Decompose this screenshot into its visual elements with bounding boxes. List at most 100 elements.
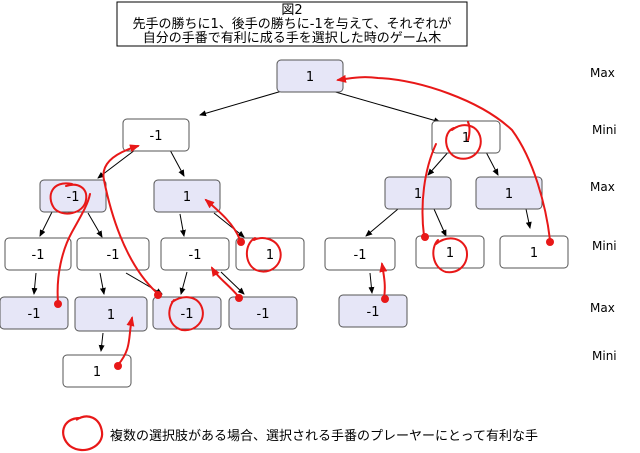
edge xyxy=(433,208,447,237)
tree-node: -1 xyxy=(338,294,408,328)
propagation-arrow xyxy=(210,266,239,297)
node-value: 1 xyxy=(505,187,513,202)
edge xyxy=(99,272,106,295)
edge xyxy=(220,271,245,295)
node-value: -1 xyxy=(150,129,163,144)
node-box xyxy=(160,237,230,271)
node-value: -1 xyxy=(107,248,120,263)
legend-text: 複数の選択肢がある場合、選択される手番のプレーヤーにとって有利な手 xyxy=(110,428,538,444)
tree-nodes: 1 -1 1 -1 1 1 1 -1 -1 -1 1 -1 1 1 -1 1 -… xyxy=(0,59,569,388)
figure-label: 図2 xyxy=(281,3,302,18)
node-value: 1 xyxy=(266,248,274,263)
level-labels: Max Mini Max Mini Max Mini xyxy=(590,66,617,363)
node-value: 1 xyxy=(183,190,191,205)
choice-circle xyxy=(245,237,282,273)
edge xyxy=(368,272,375,294)
choice-circle xyxy=(432,237,468,274)
origin-dot xyxy=(154,291,162,299)
node-value: -1 xyxy=(367,305,380,320)
tree-node: -1 xyxy=(0,296,69,330)
max-choice-node-box xyxy=(338,294,408,328)
max-choice-node-box xyxy=(0,296,69,330)
edge xyxy=(525,208,532,229)
tree-node: -1 xyxy=(228,296,298,330)
edge xyxy=(87,212,103,238)
level-label-4: Mini xyxy=(592,239,617,253)
origin-dot xyxy=(237,238,245,246)
tree-node: -1 xyxy=(160,237,230,271)
max-choice-node-box xyxy=(384,176,452,210)
node-box xyxy=(324,237,396,271)
tree-node: -1 xyxy=(122,118,190,152)
node-value: 1 xyxy=(462,131,470,146)
edge xyxy=(125,272,163,295)
tree-node: -1 xyxy=(152,296,222,330)
tree-node: 1 xyxy=(235,237,305,271)
node-value: -1 xyxy=(354,248,367,263)
legend: 複数の選択肢がある場合、選択される手番のプレーヤーにとって有利な手 xyxy=(62,415,538,452)
title-box: 図2 先手の勝ちに1、後手の勝ちに-1を与えて、それぞれが 自分の手番で有利に成… xyxy=(116,1,468,47)
title-line-2: 自分の手番で有利に成る手を選択した時のゲーム木 xyxy=(143,31,442,46)
legend-circle-icon xyxy=(62,415,104,452)
propagation-arrow xyxy=(117,316,135,366)
edge xyxy=(427,149,451,176)
origin-dot xyxy=(381,295,389,303)
tree-node: -1 xyxy=(4,237,72,271)
node-value: 1 xyxy=(107,308,115,323)
node-box xyxy=(431,120,501,154)
propagation-arrow xyxy=(56,193,91,303)
propagation-arrow xyxy=(467,121,471,141)
node-box xyxy=(122,118,190,152)
propagation-arrow xyxy=(379,262,388,299)
origin-dot xyxy=(421,233,429,241)
edge xyxy=(98,332,105,352)
level-label-6: Mini xyxy=(592,349,617,363)
max-choice-node-box xyxy=(153,179,221,213)
edge xyxy=(39,211,53,237)
propagation-arrow xyxy=(336,74,551,241)
node-box xyxy=(76,237,150,271)
origin-dot xyxy=(54,300,62,308)
node-value: 1 xyxy=(93,365,101,380)
tree-node: 1 xyxy=(475,176,543,210)
edge xyxy=(179,213,186,237)
edge xyxy=(31,272,38,295)
edge xyxy=(199,90,283,117)
node-value: 1 xyxy=(446,246,454,261)
propagation-arrow xyxy=(204,198,241,241)
red-annotations xyxy=(49,74,551,366)
tree-node: 1 xyxy=(276,59,344,93)
node-value: 1 xyxy=(414,187,422,202)
node-box xyxy=(62,354,132,388)
node-value: 1 xyxy=(306,70,314,85)
edge xyxy=(179,271,188,295)
origin-dot xyxy=(114,362,122,370)
level-label-3: Max xyxy=(590,180,615,194)
tree-node: -1 xyxy=(324,237,396,271)
title-frame xyxy=(116,1,468,47)
node-value: -1 xyxy=(189,248,202,263)
node-value: -1 xyxy=(181,307,194,322)
origin-dot xyxy=(546,238,554,246)
edge xyxy=(213,212,245,238)
tree-node: 1 xyxy=(384,176,452,210)
edge xyxy=(169,149,185,177)
tree-node: 1 xyxy=(499,235,569,269)
node-value: -1 xyxy=(257,307,270,322)
level-label-2: Mini xyxy=(592,123,617,137)
node-value: -1 xyxy=(28,307,41,322)
origin-dot xyxy=(235,294,243,302)
tree-node: -1 xyxy=(39,179,107,213)
level-label-5: Max xyxy=(590,301,615,315)
propagation-arrow xyxy=(102,144,157,293)
max-choice-node-box xyxy=(228,296,298,330)
edge xyxy=(331,90,441,124)
node-value: -1 xyxy=(32,248,45,263)
tree-node: 1 xyxy=(62,354,132,388)
tree-node: 1 xyxy=(74,296,148,332)
node-box xyxy=(4,237,72,271)
red-dots xyxy=(54,233,554,370)
edge xyxy=(485,151,499,176)
